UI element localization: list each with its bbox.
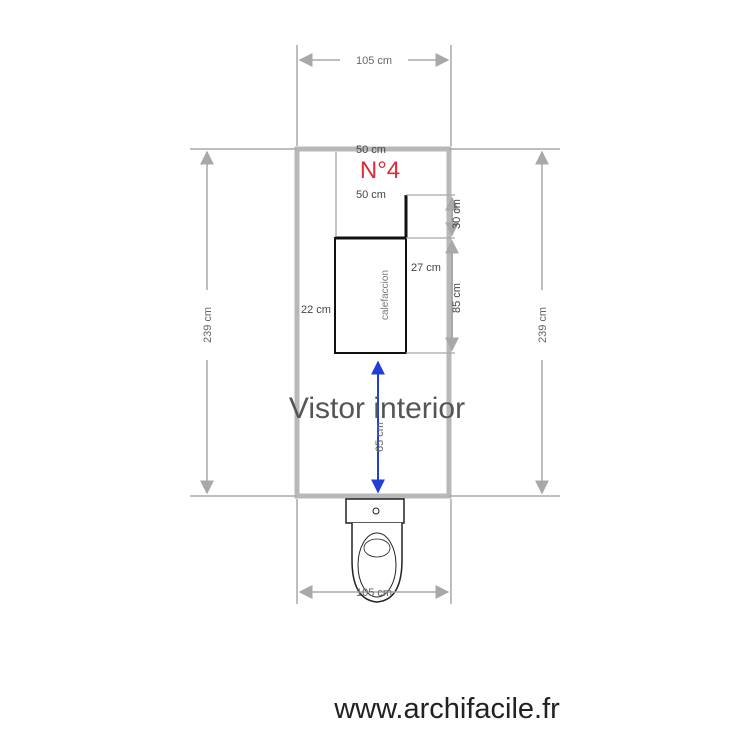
right-height-dimension: 239 cm xyxy=(449,148,560,497)
box-inner-width-label: 50 cm xyxy=(356,189,386,201)
right-inner-dimensions: 30 cm 85 cm xyxy=(406,194,463,354)
room-wall xyxy=(294,146,452,499)
box-left-label: 22 cm xyxy=(301,304,331,316)
box-top-width-label: 50 cm xyxy=(356,144,386,156)
heating-box-label: calefaccion xyxy=(380,270,391,320)
door-clearance-dimension: 65 cm xyxy=(371,360,386,494)
top-width-label: 105 cm xyxy=(356,55,392,67)
right-upper-label: 30 cm xyxy=(451,199,463,229)
area-name: Vistor interior xyxy=(289,392,465,425)
right-lower-label: 85 cm xyxy=(451,283,463,313)
top-width-dimension: 105 cm xyxy=(296,45,452,146)
bottom-width-label: 105 cm xyxy=(356,587,392,599)
left-height-dimension: 239 cm xyxy=(190,148,297,497)
bottom-width-dimension: 105 cm xyxy=(296,499,452,604)
room-number: N°4 xyxy=(360,157,400,184)
heating-box: calefaccion 22 cm 27 cm xyxy=(301,236,441,354)
toilet-icon xyxy=(345,498,405,603)
upper-box: 50 cm 50 cm xyxy=(335,144,408,238)
website-label: www.archifacile.fr xyxy=(333,693,560,725)
right-height-label: 239 cm xyxy=(537,307,549,343)
left-height-label: 239 cm xyxy=(202,307,214,343)
door-clearance-label: 65 cm xyxy=(374,422,386,452)
box-depth-label: 27 cm xyxy=(411,262,441,274)
